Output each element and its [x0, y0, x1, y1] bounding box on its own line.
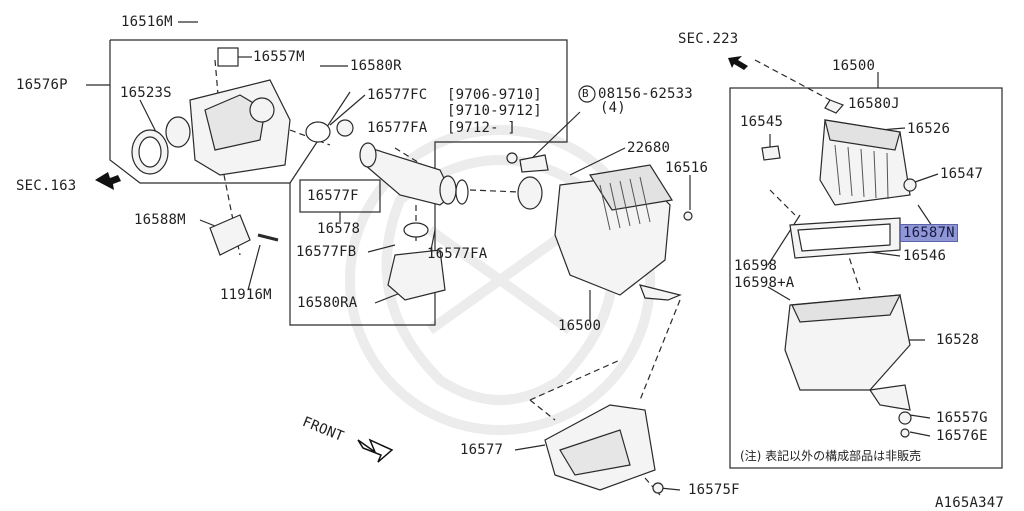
duct-shield-part	[544, 404, 664, 494]
label-16577FA-top: 16577FA	[367, 120, 428, 136]
label-fc-range-2: [9710-9712]	[447, 103, 542, 119]
label-16587N-text: 16587N	[900, 224, 958, 242]
label-16516: 16516	[665, 160, 709, 176]
label-circled-b: B	[582, 87, 589, 100]
right-box-parts	[761, 99, 917, 438]
label-16578: 16578	[317, 221, 361, 237]
label-16576P: 16576P	[16, 77, 68, 93]
label-16575F: 16575F	[688, 482, 740, 498]
label-16588M: 16588M	[134, 212, 186, 228]
label-16557M: 16557M	[253, 49, 305, 65]
label-16577F: 16577F	[307, 188, 359, 204]
label-16500-top: 16500	[832, 58, 876, 74]
front-arrow	[357, 438, 394, 463]
label-sec163: SEC.163	[16, 178, 77, 194]
label-16576E: 16576E	[936, 428, 988, 444]
label-16546: 16546	[903, 248, 947, 264]
label-16577: 16577	[460, 442, 504, 458]
label-bolt-quantity: (4)	[600, 100, 626, 116]
label-16516M: 16516M	[121, 14, 173, 30]
figure-id: A165A347	[935, 495, 1005, 511]
footnote-not-sold: (注) 表記以外の構成部品は非販売	[740, 449, 922, 463]
label-16523S: 16523S	[120, 85, 172, 101]
label-16526: 16526	[907, 121, 951, 137]
label-sec223: SEC.223	[678, 31, 739, 47]
label-fc-range-1: [9706-9710]	[447, 87, 542, 103]
label-16545: 16545	[740, 114, 784, 130]
resonator-assembly	[131, 79, 291, 176]
sec223-arrow	[728, 56, 748, 70]
label-16580R: 16580R	[350, 58, 402, 74]
label-16577FA-low: 16577FA	[427, 246, 488, 262]
air-cleaner-assembly	[506, 152, 693, 301]
label-16557G: 16557G	[936, 410, 988, 426]
label-16577FB: 16577FB	[296, 244, 357, 260]
label-22680: 22680	[627, 140, 671, 156]
label-16580RA: 16580RA	[297, 295, 358, 311]
label-bolt-number: 08156-62533	[598, 86, 693, 102]
label-16580J: 16580J	[848, 96, 900, 112]
label-16577FC: 16577FC	[367, 87, 428, 103]
label-fa-range-3: [9712- ]	[447, 120, 517, 136]
label-16598: 16598	[734, 258, 778, 274]
label-11916M: 11916M	[220, 287, 272, 303]
label-16598A: 16598+A	[734, 275, 795, 291]
duct-assembly	[209, 119, 469, 301]
sec163-arrow	[95, 172, 121, 190]
label-16587N[interactable]: 16587N	[900, 224, 958, 242]
label-16500-mid: 16500	[558, 318, 602, 334]
label-16547: 16547	[940, 166, 984, 182]
label-16528: 16528	[936, 332, 980, 348]
